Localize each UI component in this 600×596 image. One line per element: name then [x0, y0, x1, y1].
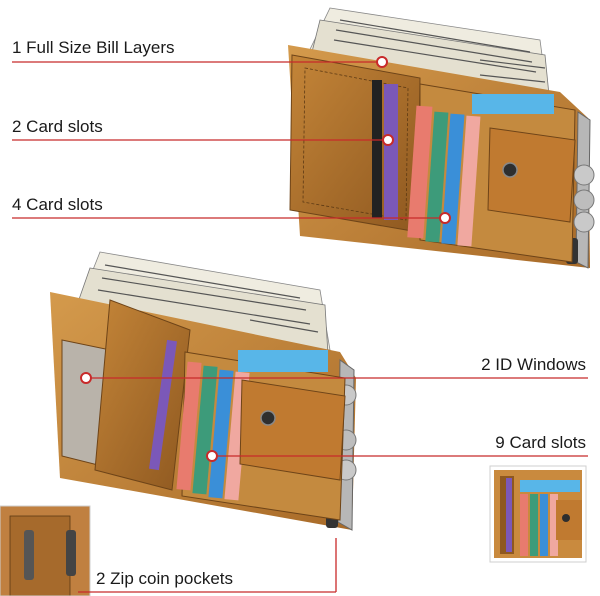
label-card-slots-9: 9 Card slots	[495, 433, 586, 452]
inset-card-slots	[489, 465, 587, 563]
snap-button-icon	[502, 162, 518, 178]
marker-dot	[80, 372, 92, 384]
label-id-windows: 2 ID Windows	[481, 355, 586, 374]
marker-dot	[206, 450, 218, 462]
marker-dot	[376, 56, 388, 68]
label-bill-layers: 1 Full Size Bill Layers	[12, 38, 175, 57]
marker-dot	[382, 134, 394, 146]
top-wallet	[288, 7, 595, 269]
label-card-slots-2: 2 Card slots	[12, 117, 103, 136]
bills-bottom	[69, 251, 331, 356]
marker-dots	[80, 56, 451, 462]
inset-zip-pockets	[0, 505, 91, 596]
leader-lines	[12, 61, 588, 593]
bill-flap	[289, 54, 421, 233]
bottom-wallet	[50, 251, 357, 531]
label-zip-pockets: 2 Zip coin pockets	[96, 569, 234, 588]
label-card-slots-4: 4 Card slots	[12, 195, 103, 214]
marker-dot	[439, 212, 451, 224]
snap-button-icon-2	[260, 410, 276, 426]
